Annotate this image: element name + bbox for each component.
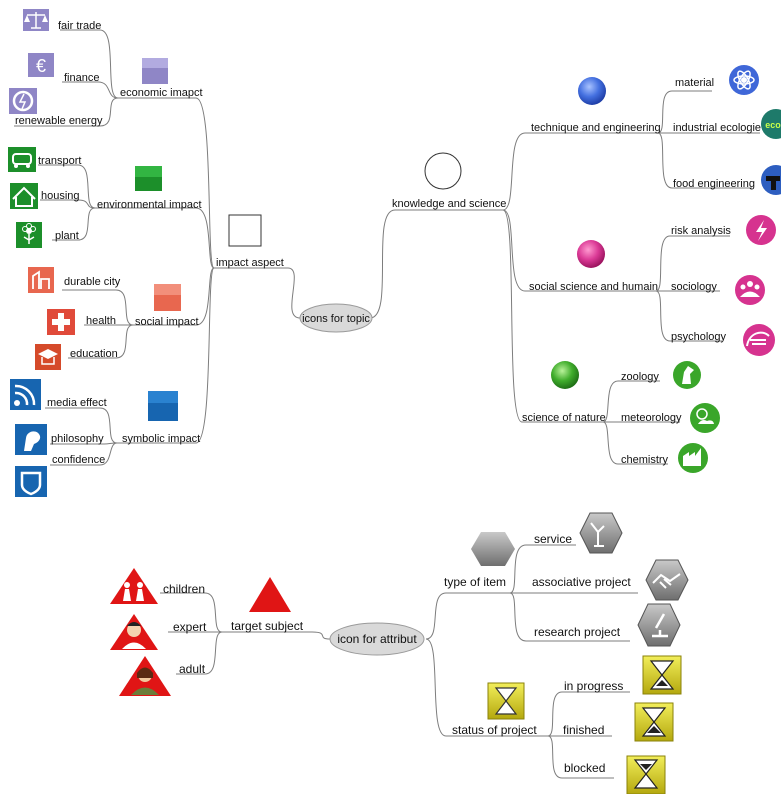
mind-icon [743,324,775,356]
hourglass-icon [642,655,682,695]
environmental-impact-label[interactable]: environmental impact [97,199,202,211]
renewable-energy-label[interactable]: renewable energy [15,115,103,127]
economic-impact-label[interactable]: economic imapct [120,87,203,99]
impact-aspect-label[interactable]: impact aspect [216,257,284,269]
material-label[interactable]: material [675,77,714,89]
target-color-marker [249,577,291,612]
house-icon [10,183,38,209]
people-icon [735,275,765,305]
meteorology-label[interactable]: meteorology [621,412,682,424]
topic-root-label: icons for topic [302,313,370,325]
social-science-label[interactable]: social science and humain [529,281,658,293]
flower-icon [16,222,42,248]
eco-icon: eco [761,109,781,139]
children-label[interactable]: children [163,582,205,596]
attribut-root-node[interactable] [329,622,425,656]
health-label[interactable]: health [86,315,116,327]
type-of-item-label[interactable]: type of item [444,575,506,589]
scales-icon [23,9,49,31]
food-tool-icon [761,165,781,195]
edges [14,29,760,779]
education-label[interactable]: education [70,348,118,360]
target-subject-label[interactable]: target subject [231,619,304,633]
graduation-cap-icon [35,344,61,370]
finance-label[interactable]: finance [64,72,99,84]
expert-label[interactable]: expert [173,620,207,634]
factory-icon [678,443,708,473]
fair-trade-label[interactable]: fair trade [58,20,101,32]
knowledge-marker [424,152,462,190]
recycle-energy-icon [9,88,37,114]
durable-city-label[interactable]: durable city [64,276,121,288]
media-effect-label[interactable]: media effect [47,397,107,409]
impact-aspect-marker [228,214,262,247]
horse-icon [673,361,701,389]
adult-icon [119,656,171,696]
industrial-ecologie-label[interactable]: industrial ecologie [673,122,761,134]
hourglass-icon [626,755,666,794]
thinker-head-icon [15,424,47,455]
microscope-icon [637,603,681,647]
risk-analysis-label[interactable]: risk analysis [671,225,731,237]
adult-label[interactable]: adult [179,662,206,676]
associative-project-label[interactable]: associative project [532,575,631,589]
sociology-label[interactable]: sociology [671,281,717,293]
building-icon [28,267,54,293]
technique-color-marker [578,77,606,105]
children-icon [110,568,158,604]
nature-color-marker [551,361,579,389]
status-color-marker [487,682,525,720]
nature-label[interactable]: science of nature [522,412,606,424]
expert-icon [110,614,158,650]
lightning-icon [746,215,776,245]
technique-label[interactable]: technique and engineering [531,122,661,134]
svg-text:€: € [36,56,46,76]
psychology-label[interactable]: psychology [671,331,727,343]
confidence-label[interactable]: confidence [52,454,105,466]
euro-icon: € [28,53,54,77]
service-icon [579,512,623,554]
shield-icon [15,466,47,497]
finished-label[interactable]: finished [563,723,604,737]
atom-icon [729,65,759,95]
research-project-label[interactable]: research project [534,625,621,639]
status-of-project-label[interactable]: status of project [452,723,537,737]
type-of-item-color-marker [471,532,515,566]
sun-cloud-icon [690,403,720,433]
attribut-root-label: icon for attribut [337,632,417,646]
social-science-color-marker [577,240,605,268]
car-icon [8,147,36,172]
chemistry-label[interactable]: chemistry [621,454,669,466]
service-label[interactable]: service [534,532,572,546]
plant-label[interactable]: plant [55,230,79,242]
hourglass-icon [634,702,674,742]
philosophy-label[interactable]: philosophy [51,433,104,445]
blocked-label[interactable]: blocked [564,761,605,775]
cross-icon [47,309,75,335]
zoology-label[interactable]: zoology [621,371,659,383]
food-engineering-label[interactable]: food engineering [673,178,755,190]
social-impact-label[interactable]: social impact [135,316,199,328]
housing-label[interactable]: housing [41,190,80,202]
handshake-icon [645,559,689,601]
svg-text:eco: eco [765,120,781,130]
topic-root-node[interactable] [299,303,373,333]
rss-icon [10,379,41,410]
symbolic-impact-label[interactable]: symbolic impact [122,433,200,445]
in-progress-label[interactable]: in progress [564,679,623,693]
knowledge-label[interactable]: knowledge and science [392,198,506,210]
transport-label[interactable]: transport [38,155,81,167]
